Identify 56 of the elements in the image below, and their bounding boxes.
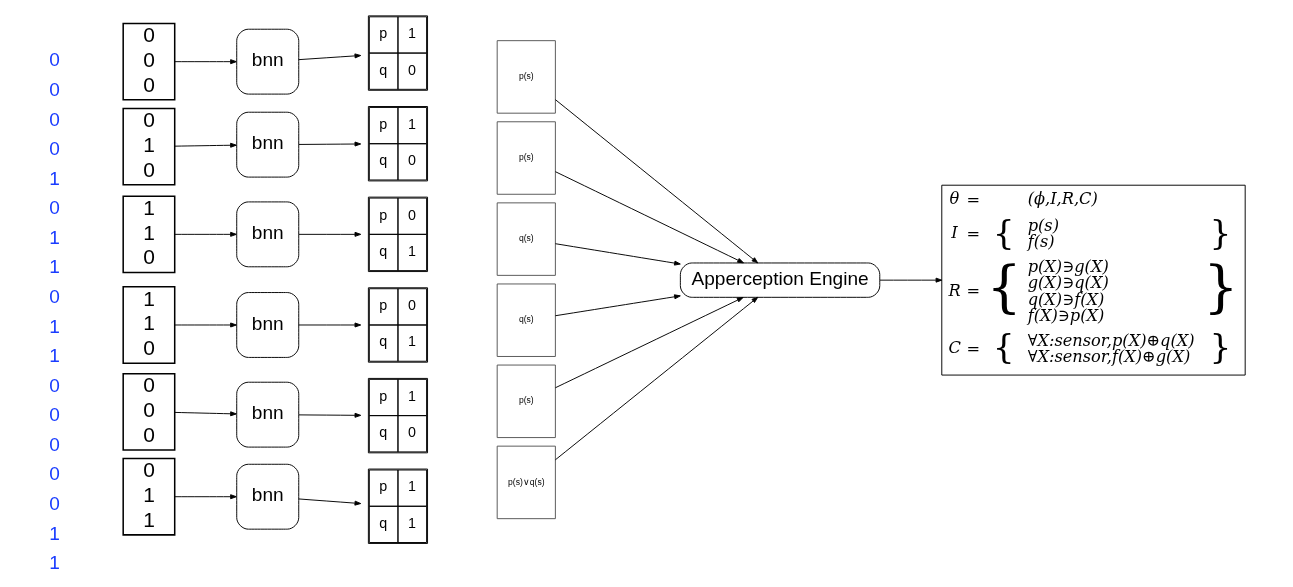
arrow — [298, 498, 362, 506]
node-box: bnn — [236, 292, 300, 358]
node-box: p(s) — [496, 40, 556, 114]
label: 0 — [49, 374, 60, 396]
node-box: bnn — [236, 463, 300, 530]
label: 0 — [49, 493, 60, 515]
label: 0 — [49, 79, 60, 101]
node-box: p(s) — [496, 364, 556, 439]
node-box: q(s) — [496, 283, 556, 357]
label: 1 — [49, 315, 60, 337]
node-box: bnn — [236, 111, 300, 178]
label: 1 — [49, 256, 60, 278]
label: 1 — [49, 552, 60, 574]
node-box: q(s) — [496, 202, 556, 276]
label: 0 — [49, 286, 60, 308]
node-box: 0 1 0 — [122, 107, 176, 186]
arrow — [174, 494, 237, 500]
label: 0 — [49, 197, 60, 219]
label: 1 — [49, 522, 60, 544]
arrow — [554, 99, 759, 264]
label: 1 — [49, 167, 60, 189]
label: 1 — [49, 345, 60, 367]
label: 0 — [49, 433, 60, 455]
arrow — [298, 141, 362, 147]
node-box: 0 1 1 — [122, 457, 176, 536]
arrow — [174, 231, 237, 237]
arrow — [174, 322, 237, 328]
node-box: 1 1 0 — [122, 286, 176, 364]
arrow — [298, 231, 362, 237]
label: 0 — [49, 108, 60, 130]
node-box: bnn — [236, 28, 300, 95]
node-box: 1 1 0 — [122, 195, 176, 274]
label: 0 — [49, 404, 60, 426]
node-box: 0 0 0 — [122, 22, 176, 101]
node-box: 0 0 0 — [122, 372, 176, 451]
label: 1 — [49, 226, 60, 248]
arrow — [174, 142, 237, 148]
node-box: p(s) — [496, 121, 556, 195]
label: 0 — [49, 138, 60, 160]
arrow — [554, 243, 681, 266]
node-box: bnn — [236, 201, 300, 268]
label: 0 — [49, 49, 60, 71]
node-box: bnn — [236, 381, 300, 448]
arrow — [298, 412, 362, 418]
arrow — [554, 297, 744, 389]
node-box: Apperception Engine — [679, 262, 881, 298]
label: 0 — [49, 463, 60, 485]
arrow — [554, 294, 681, 317]
arrow — [879, 277, 943, 283]
arrow — [554, 296, 759, 461]
arrow — [174, 411, 237, 417]
node-box: p(s)∨q(s) — [496, 445, 556, 520]
arrow — [174, 59, 237, 65]
arrow — [554, 171, 744, 264]
arrow — [298, 53, 362, 61]
arrow — [298, 322, 362, 328]
